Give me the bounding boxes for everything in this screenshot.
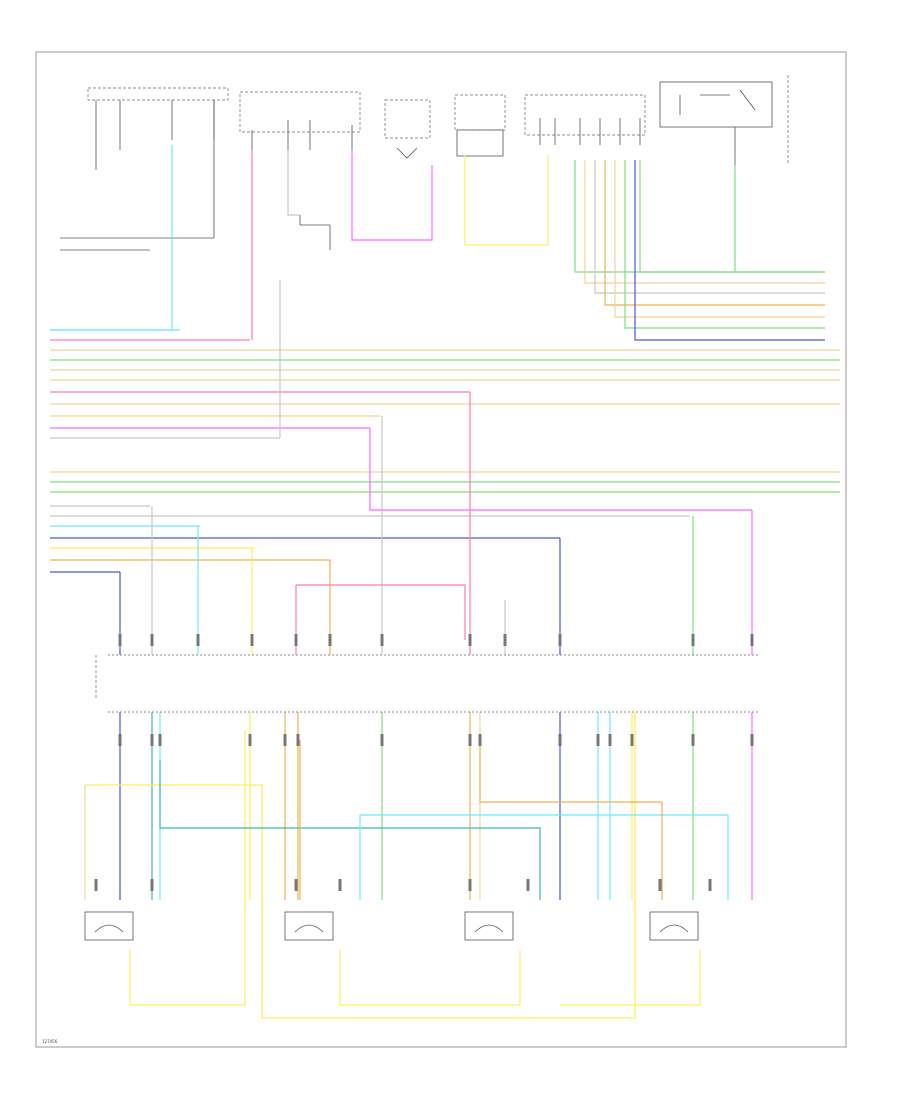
connector-pin-top-8 — [468, 634, 472, 646]
connector-pin-bottom-15 — [750, 734, 754, 746]
wire-harness — [50, 145, 840, 1019]
wire-lb-shield — [359, 814, 729, 900]
sensor-left-center — [284, 911, 334, 941]
connector-pin-bottom-14 — [691, 734, 695, 746]
sensor-left-rear — [84, 911, 134, 941]
component-rear-lamp-socket — [384, 99, 431, 159]
wire-green-shield — [159, 760, 541, 900]
right-bus-wire-4 — [604, 160, 825, 306]
connector-pin-bottom-5 — [283, 734, 287, 746]
wire-rear-lamp-lb — [50, 145, 173, 331]
component-liftgate-relay — [659, 75, 789, 165]
inline-connector-block — [95, 654, 760, 713]
sensor-pin-2 — [150, 879, 154, 891]
sensor-pin-5 — [468, 879, 472, 891]
right-bus-wire-2 — [584, 160, 825, 284]
connector-pin-bottom-2 — [150, 734, 154, 746]
right-bus-wire-5 — [614, 160, 825, 318]
component-rear-washer-switch — [239, 91, 361, 250]
sensor-pin-4 — [338, 879, 342, 891]
wire-orange-route — [479, 740, 663, 900]
component-liftgate-module — [454, 94, 506, 157]
sensor-pin-3 — [294, 879, 298, 891]
connector-pin-top-12 — [750, 634, 754, 646]
right-bus-wire-3 — [594, 160, 825, 294]
connector-pin-top-10 — [558, 634, 562, 646]
connector-pin-bottom-12 — [608, 734, 612, 746]
diagram-frame — [35, 51, 847, 1048]
connector-pins — [94, 634, 754, 891]
connector-pin-bottom-8 — [468, 734, 472, 746]
connector-pin-bottom-7 — [380, 734, 384, 746]
connector-pin-bottom-1 — [118, 734, 122, 746]
connector-pin-bottom-6 — [296, 734, 300, 746]
wire-violet-route — [369, 428, 752, 511]
component-rear-lamp-box — [60, 87, 229, 251]
connector-pin-top-2 — [150, 634, 154, 646]
connector-pin-top-6 — [328, 634, 332, 646]
connector-pin-bottom-13 — [630, 734, 634, 746]
connector-pin-top-3 — [196, 634, 200, 646]
sensor-pin-7 — [658, 879, 662, 891]
connector-pin-top-4 — [250, 634, 254, 646]
component-rear-wiper-module — [524, 94, 646, 145]
wire-yellow-loop — [85, 712, 636, 1019]
connector-pin-bottom-11 — [596, 734, 600, 746]
wire-washer-gray — [287, 150, 300, 216]
connector-pin-bottom-4 — [248, 734, 252, 746]
connector-pin-top-9 — [503, 634, 507, 646]
sensor-pin-8 — [708, 879, 712, 891]
connector-pin-top-7 — [380, 634, 384, 646]
connector-pin-top-5 — [294, 634, 298, 646]
connector-pin-bottom-3 — [158, 734, 162, 746]
connector-pin-top-1 — [118, 634, 122, 646]
wire-socket-violet — [351, 150, 433, 241]
right-bus-wire-7 — [634, 160, 825, 341]
diagram-code: 127456 — [42, 1039, 58, 1044]
wire-pink-cross — [296, 584, 466, 640]
wire-yellow-right — [560, 950, 701, 1006]
wire-yellow-mid — [339, 950, 521, 1006]
right-bus-wire-6 — [624, 160, 825, 329]
right-bus-wire-1 — [574, 160, 825, 273]
sensor-pin-6 — [526, 879, 530, 891]
connector-pin-bottom-10 — [558, 734, 562, 746]
sensor-right-rear — [649, 911, 699, 941]
connector-pin-bottom-9 — [478, 734, 482, 746]
connector-pin-top-11 — [691, 634, 695, 646]
wire-module-yellow — [464, 155, 549, 246]
wire-yellow-ret — [129, 730, 246, 1006]
sensor-pin-1 — [94, 879, 98, 891]
wire-relay-green — [639, 160, 825, 273]
sensor-right-center — [464, 911, 514, 941]
